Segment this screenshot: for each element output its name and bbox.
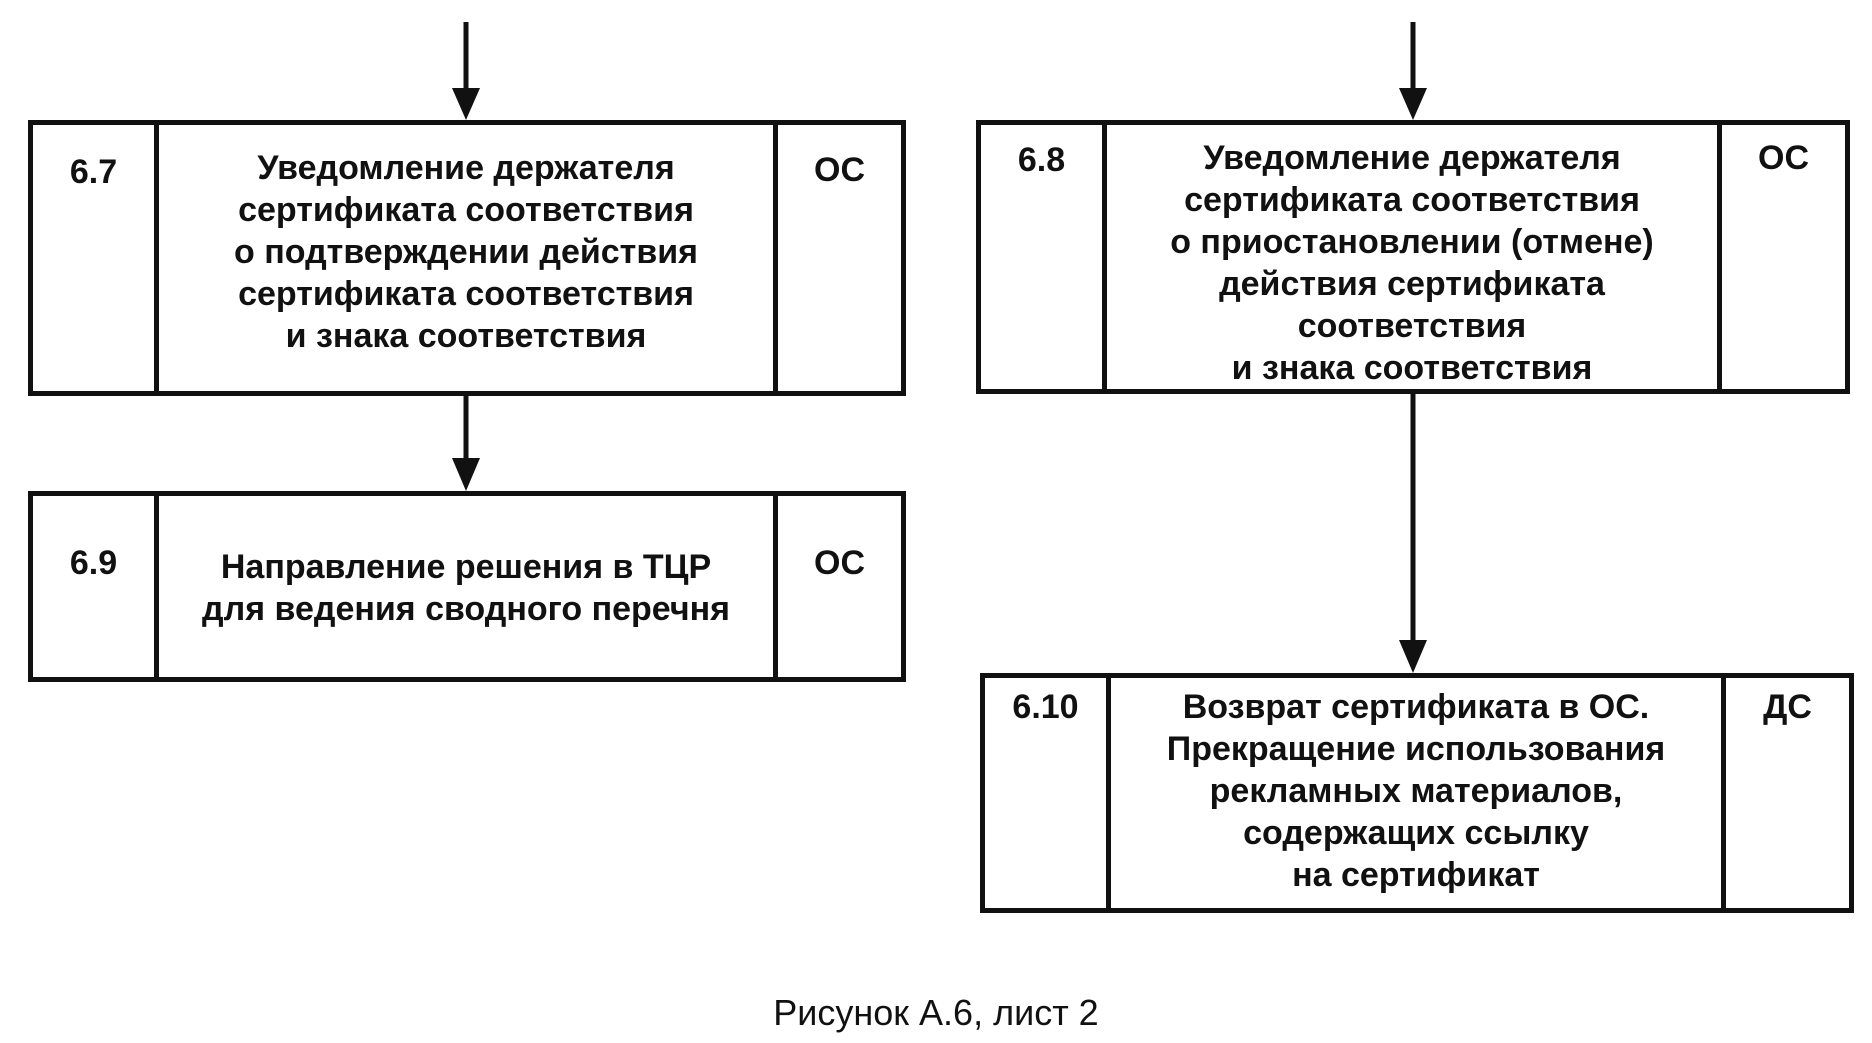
arrow-6-7-to-6-9 bbox=[452, 396, 480, 491]
block-responsible: ОС bbox=[773, 496, 901, 677]
process-block-6-8: 6.8 Уведомление держателя сертификата со… bbox=[976, 120, 1850, 394]
arrow-entry-to-6-8 bbox=[1399, 22, 1427, 120]
block-number: 6.9 bbox=[33, 496, 159, 677]
block-number: 6.8 bbox=[981, 125, 1107, 389]
block-description: Уведомление держателя сертификата соотве… bbox=[1170, 139, 1654, 387]
process-block-6-10: 6.10 Возврат сертификата в ОС. Прекращен… bbox=[980, 673, 1854, 913]
block-responsible: ОС bbox=[1717, 125, 1845, 389]
block-description: Возврат сертификата в ОС. Прекращение ис… bbox=[1166, 688, 1666, 894]
process-block-6-7: 6.7 Уведомление держателя сертификата со… bbox=[28, 120, 906, 396]
block-responsible: ОС bbox=[773, 125, 901, 391]
process-block-6-9: 6.9 Направление решения в ТЦР для ведени… bbox=[28, 491, 906, 682]
arrow-6-8-to-6-10 bbox=[1399, 394, 1427, 673]
block-description: Направление решения в ТЦР для ведения св… bbox=[202, 548, 730, 628]
block-description: Уведомление держателя сертификата соотве… bbox=[234, 149, 698, 355]
block-number: 6.7 bbox=[33, 125, 159, 391]
arrow-entry-to-6-7 bbox=[452, 22, 480, 120]
block-responsible: ДС bbox=[1721, 678, 1849, 908]
figure-caption: Рисунок А.6, лист 2 bbox=[773, 992, 1099, 1033]
block-number: 6.10 bbox=[985, 678, 1111, 908]
